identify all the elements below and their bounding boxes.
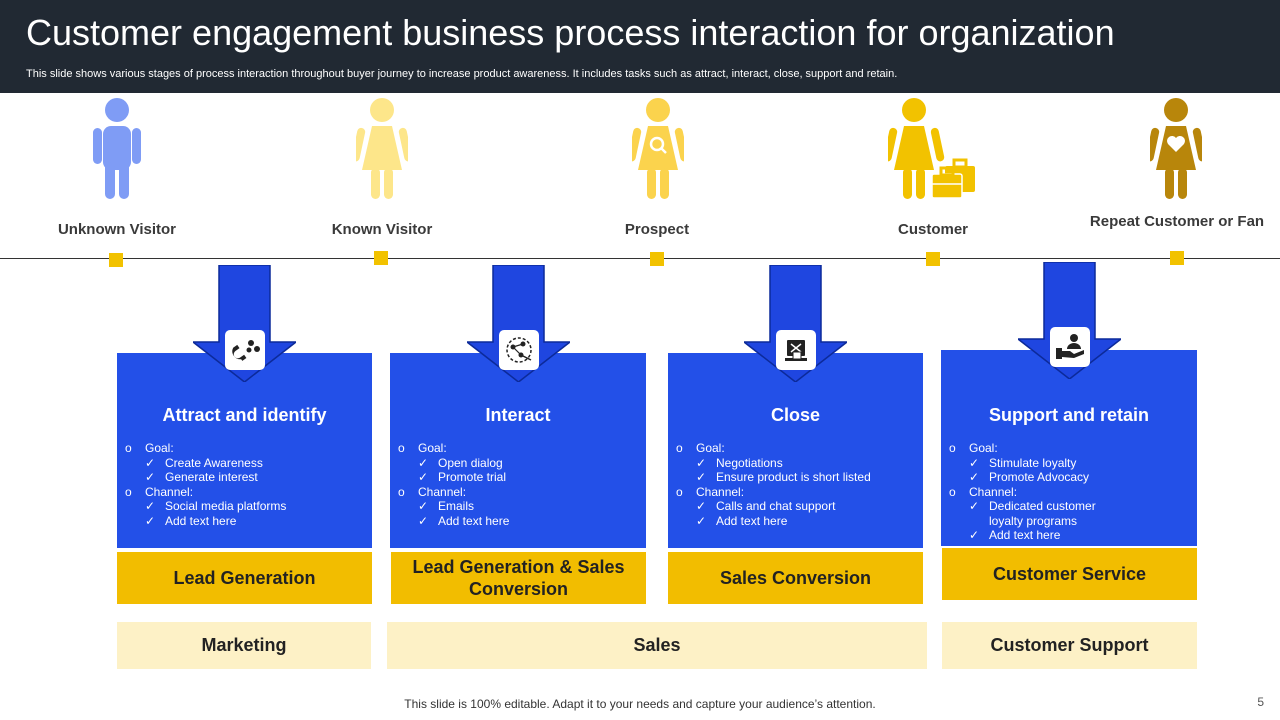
persona-label-repeat-customer: Repeat Customer or Fan	[1089, 213, 1265, 230]
list-item: loyalty programs	[989, 513, 1078, 528]
stage-label-lead-generation: Lead Generation	[117, 552, 372, 604]
card-title: Interact	[485, 405, 551, 425]
list-item: ✓Add text here	[418, 513, 510, 528]
department-sales: Sales	[387, 622, 927, 669]
list-item: ✓Calls and chat support	[696, 499, 836, 513]
footer-note: This slide is 100% editable. Adapt it to…	[404, 697, 876, 711]
list-item: ✓Dedicated customer	[969, 499, 1096, 513]
magnet-icon	[225, 330, 265, 370]
page-title: Customer engagement business process int…	[26, 12, 1115, 53]
header-bar: Customer engagement business process int…	[0, 0, 1280, 93]
timeline-marker	[926, 252, 940, 266]
list-item: ✓Ensure product is short listed	[696, 470, 871, 484]
down-arrow-icon	[193, 265, 296, 382]
timeline-marker	[374, 251, 388, 265]
list-item: ✓Stimulate loyalty	[969, 455, 1077, 470]
list-item: ✓Negotiations	[696, 455, 783, 470]
card-title: Support and retain	[988, 405, 1149, 425]
down-arrow-icon	[1018, 262, 1121, 379]
page-number: 5	[1257, 695, 1264, 709]
list-item: ✓Generate interest	[145, 470, 258, 484]
repeat-customer-person-heart-icon	[1150, 98, 1202, 199]
department-customer-support: Customer Support	[942, 622, 1197, 669]
timeline-marker	[650, 252, 664, 266]
card-title: Attract and identify	[162, 405, 327, 425]
network-icon	[499, 330, 539, 370]
known-visitor-person-icon	[356, 98, 408, 199]
stage-label-lead-sales-conversion: Lead Generation & Sales Conversion	[391, 552, 646, 604]
timeline-marker	[109, 253, 123, 267]
timeline-line	[0, 258, 1280, 259]
list-item: ✓Promote Advocacy	[969, 470, 1090, 484]
prospect-person-search-icon	[632, 98, 684, 199]
page-subtitle: This slide shows various stages of proce…	[26, 68, 898, 80]
stage-label-customer-service: Customer Service	[942, 548, 1197, 600]
list-item: ✓Create Awareness	[145, 455, 263, 470]
list-item: ✓Social media platforms	[145, 499, 287, 513]
support-hand-icon	[1050, 327, 1090, 367]
list-item: ✓Add text here	[145, 513, 237, 528]
list-item: ✓Add text here	[696, 513, 788, 528]
unknown-visitor-person-icon	[93, 98, 141, 199]
list-item: ✓Emails	[418, 499, 475, 513]
list-item: ✓Open dialog	[418, 455, 503, 470]
timeline-marker	[1170, 251, 1184, 265]
down-arrow-icon	[744, 265, 847, 382]
stage-label-sales-conversion: Sales Conversion	[668, 552, 923, 604]
deal-icon	[776, 330, 816, 370]
customer-person-briefcase-icon	[888, 98, 975, 199]
list-item: ✓Promote trial	[418, 470, 507, 484]
persona-label-prospect: Prospect	[624, 221, 690, 238]
down-arrow-icon	[467, 265, 570, 382]
persona-label-customer: Customer	[897, 221, 968, 238]
card-title: Close	[770, 405, 821, 425]
persona-label-unknown-visitor: Unknown Visitor	[57, 221, 177, 238]
department-marketing: Marketing	[117, 622, 371, 669]
persona-label-known-visitor: Known Visitor	[331, 221, 433, 238]
list-item: ✓Add text here	[969, 528, 1061, 542]
